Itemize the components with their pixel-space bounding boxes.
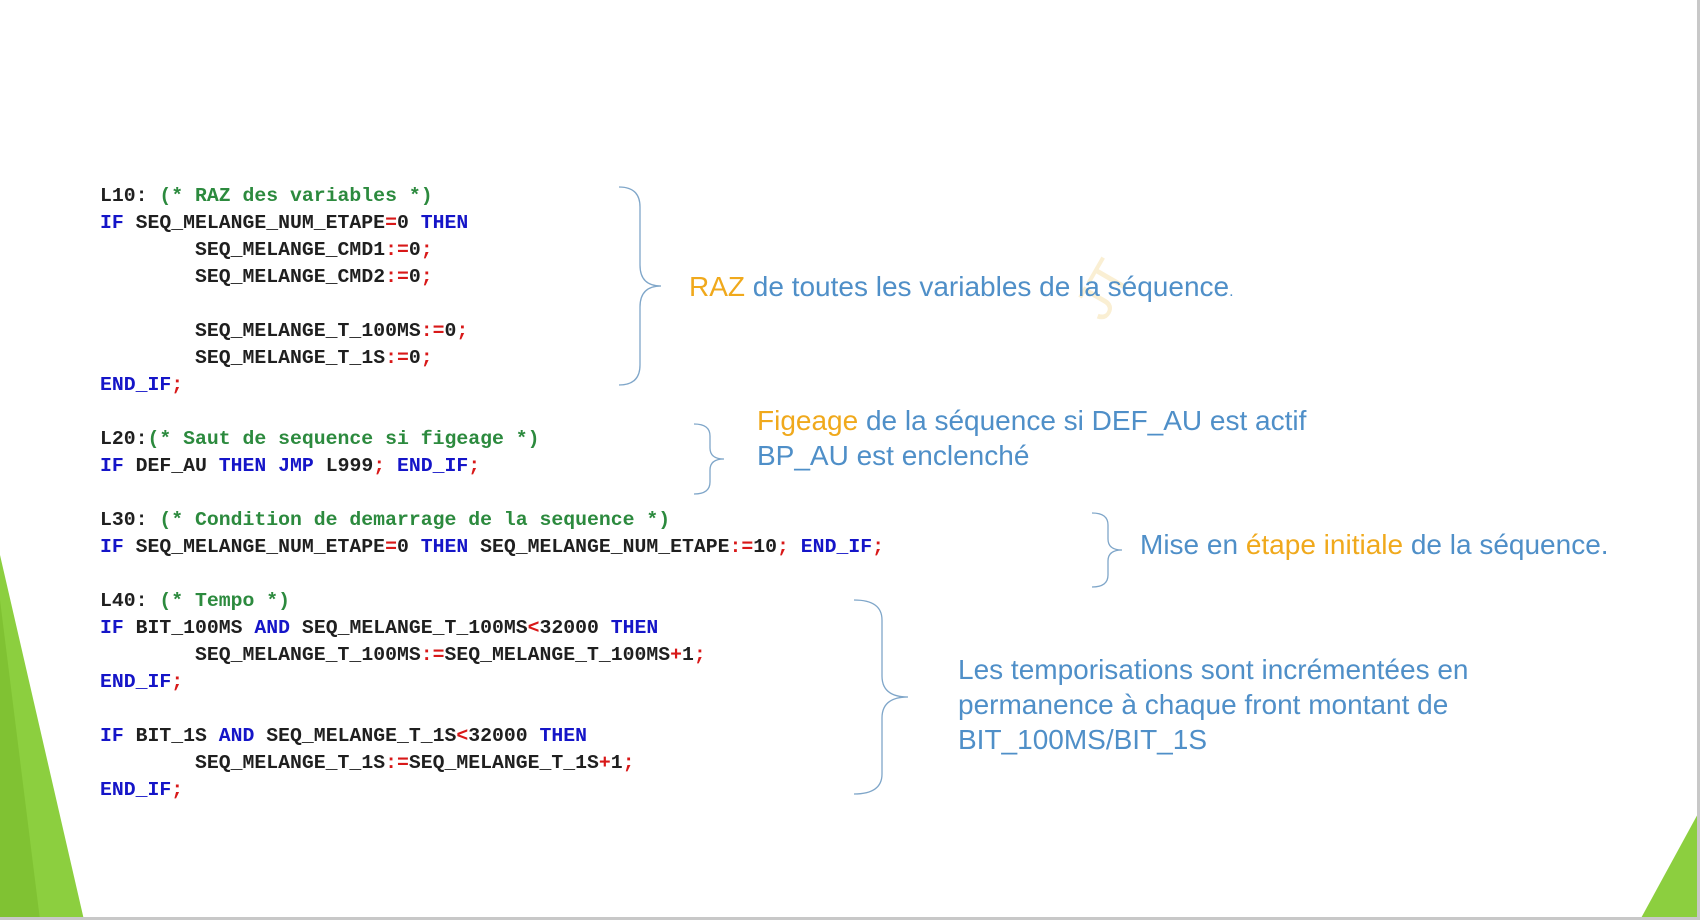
code-line-blank: [100, 480, 884, 507]
annotation-raz-highlight: RAZ: [689, 271, 745, 302]
code-line-if-bit100ms: IF BIT_100MS AND SEQ_MELANGE_T_100MS<320…: [100, 617, 659, 639]
annotation-tempo: Les temporisations sont incrémentées en …: [958, 654, 1469, 755]
brace-figeage: [693, 423, 725, 495]
code-listing: L10: (* RAZ des variables *)IF SEQ_MELAN…: [100, 183, 884, 804]
code-line-end-if-1: END_IF;: [100, 374, 184, 396]
code-line-l20: L20:(* Saut de sequence si figeage *): [100, 428, 540, 450]
code-line-cmd2: SEQ_MELANGE_CMD2:=0;: [195, 266, 433, 288]
code-line-l10: L10: (* RAZ des variables *): [100, 183, 884, 210]
annotation-figeage-highlight: Figeage: [757, 405, 859, 436]
right-green-triangle: [1640, 810, 1700, 920]
code-line-blank: [100, 696, 884, 723]
annotation-figeage: Figeage de la séquence si DEF_AU est act…: [757, 405, 1307, 471]
annotation-mise-highlight: étape initiale: [1245, 529, 1404, 560]
code-line-if-bit1s: IF BIT_1S AND SEQ_MELANGE_T_1S<32000 THE…: [100, 725, 588, 747]
code-line-t1s: SEQ_MELANGE_T_1S:=0;: [195, 347, 433, 369]
brace-tempo: [853, 599, 909, 795]
comment-l10: (* RAZ des variables *): [159, 185, 433, 207]
code-line-end-if-3: END_IF;: [100, 779, 184, 801]
code-line-l40: L40: (* Tempo *): [100, 590, 291, 612]
label-l10: L10:: [100, 185, 148, 207]
code-line-blank: [100, 561, 884, 588]
code-line-inc-100ms: SEQ_MELANGE_T_100MS:=SEQ_MELANGE_T_100MS…: [195, 644, 706, 666]
code-line-if-start: IF SEQ_MELANGE_NUM_ETAPE=0 THEN SEQ_MELA…: [100, 536, 884, 558]
left-green-triangle-shade: [0, 600, 40, 920]
code-line-end-if-2: END_IF;: [100, 671, 184, 693]
brace-mise: [1091, 512, 1123, 588]
code-line-if-def-au: IF DEF_AU THEN JMP L999; END_IF;: [100, 455, 481, 477]
code-line-inc-1s: SEQ_MELANGE_T_1S:=SEQ_MELANGE_T_1S+1;: [195, 752, 635, 774]
code-line-t100ms: SEQ_MELANGE_T_100MS:=0;: [195, 320, 469, 342]
code-line-if-etape: IF SEQ_MELANGE_NUM_ETAPE=0 THEN: [100, 212, 469, 234]
code-line-l30: L30: (* Condition de demarrage de la seq…: [100, 509, 671, 531]
annotation-mise: Mise en étape initiale de la séquence.: [1140, 529, 1609, 560]
brace-raz: [618, 186, 662, 386]
annotation-raz: RAZ de toutes les variables de la séquen…: [689, 271, 1234, 302]
code-line-cmd1: SEQ_MELANGE_CMD1:=0;: [195, 239, 433, 261]
